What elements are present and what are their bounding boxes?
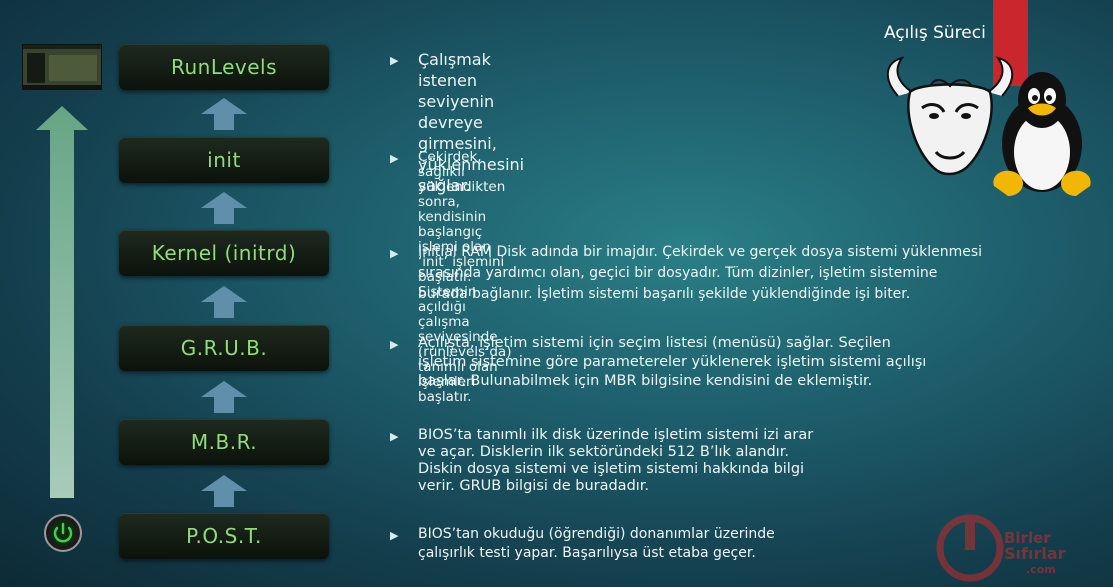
stage-init: init <box>119 137 329 183</box>
bullet-icon: ▶ <box>390 430 399 443</box>
desc-line: sırasında yardımcı olan, geçici bir dosy… <box>418 265 938 281</box>
desc-line: Çalışmak istenen seviyenin devreye <box>418 50 495 132</box>
gnu-head-icon <box>887 56 1013 176</box>
desktop-thumbnail-icon <box>22 44 102 90</box>
up-arrow-icon <box>201 286 247 318</box>
tux-penguin-icon <box>993 72 1091 196</box>
stage-kernel: Kernel (initrd) <box>119 230 329 276</box>
desc-line: işlemi olan ‘init’ işlemini başlatır. Si… <box>418 239 505 330</box>
up-arrow-icon <box>201 192 247 224</box>
desc-line: Açılışta, işletim sistemi için seçim lis… <box>418 335 891 351</box>
stage-label: P.O.S.T. <box>186 524 262 548</box>
desc-line: Initial RAM Disk adında bir imajdır. Çek… <box>418 244 983 260</box>
stage-post: P.O.S.T. <box>119 513 329 559</box>
watermark: Birler Sıfırlar .com <box>1004 530 1066 578</box>
desc-line: BIOS’tan okuduğu (öğrendiği) donanımlar … <box>418 526 775 542</box>
desc-line: başlar. Bulunabilmek için MBR bilgisine … <box>418 373 873 389</box>
bullet-icon: ▶ <box>390 54 399 67</box>
desc-line: seviyesinde (runlevels’da) tanımlı olan … <box>418 329 512 405</box>
stage-label: Kernel (initrd) <box>151 241 297 265</box>
stage-mbr: M.B.R. <box>119 419 329 465</box>
bullet-icon: ▶ <box>390 152 399 165</box>
up-arrow-icon <box>201 475 247 507</box>
desc-line: girmesini, yüklenmesini sağlar. <box>418 134 525 195</box>
desc-line: BIOS’ta tanımlı ilk disk üzerinde işleti… <box>418 427 814 443</box>
up-arrow-icon <box>201 381 247 413</box>
bullet-icon: ▶ <box>390 338 399 351</box>
stage-label: RunLevels <box>170 55 278 79</box>
desc-line: Çekirdek, sağlıklı yüklendikten sonra, k… <box>418 149 506 240</box>
desc-line: işletim sistemine göre parametereler yük… <box>418 354 927 370</box>
desc-line: ve açar. Disklerin ilk sektöründeki 512 … <box>418 444 789 460</box>
progress-up-arrow <box>36 106 88 498</box>
stage-label: G.R.U.B. <box>180 336 268 360</box>
desc-line: çalışırlık testi yapar. Başarılıysa üst … <box>418 545 756 561</box>
page-title: Açılış Süreci <box>884 23 986 43</box>
watermark-line: Birler <box>1004 529 1051 547</box>
watermark-line: .com <box>1026 563 1056 576</box>
stage-runlevels: RunLevels <box>119 44 329 90</box>
up-arrow-icon <box>201 98 247 130</box>
desc-line: Diskin dosya sistemi ve işletim sistemi … <box>418 461 805 477</box>
stage-label: M.B.R. <box>190 430 258 454</box>
watermark-line: Sıfırlar <box>1004 544 1066 563</box>
power-icon <box>44 514 82 552</box>
watermark-power-logo-icon <box>936 514 1004 582</box>
desc-line: burada bağlanır. İşletim sistemi başarıl… <box>418 286 911 302</box>
stage-label: init <box>207 148 241 172</box>
desc-line: verir. GRUB bilgisi de buradadır. <box>418 478 650 494</box>
stage-grub: G.R.U.B. <box>119 325 329 371</box>
bullet-icon: ▶ <box>390 247 399 260</box>
bullet-icon: ▶ <box>390 529 399 542</box>
